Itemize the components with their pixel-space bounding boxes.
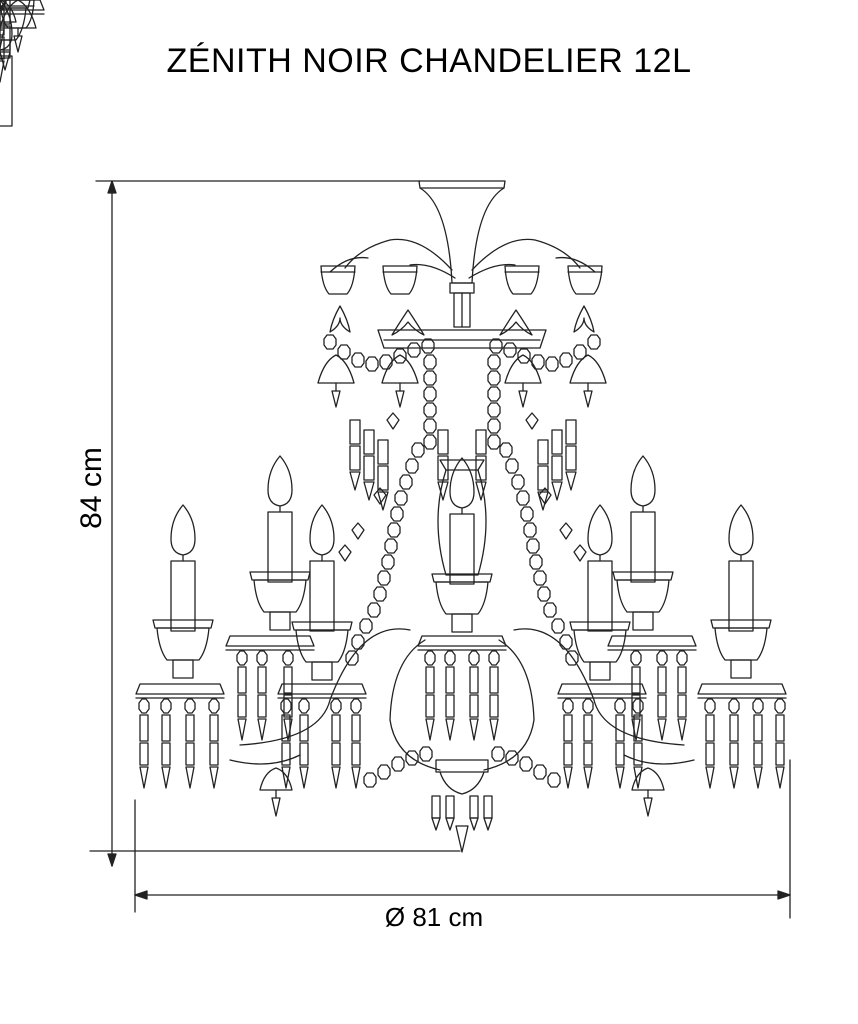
height-dimension-label: 84 cm: [75, 447, 108, 529]
upper-arms: [329, 238, 596, 279]
upper-ring: [329, 305, 595, 349]
width-dimension: [134, 759, 791, 919]
upper-cups: [0, 0, 603, 295]
canopy: [418, 180, 506, 328]
lower-crystal-pendants: [0, 0, 786, 789]
candles: [0, 0, 754, 632]
drip-pans: [0, 0, 787, 699]
diameter-dimension-label: Ø 81 cm: [384, 902, 484, 932]
lower-bells: [0, 0, 665, 817]
page-title: ZÉNITH NOIR CHANDELIER 12L: [166, 42, 692, 80]
candle-cups: [0, 0, 772, 681]
upper-crystal-strands: [0, 0, 577, 511]
bead-chains: [0, 0, 601, 788]
lower-arms: [229, 628, 695, 771]
bottom-finial: [431, 759, 493, 853]
central-column: [437, 459, 487, 576]
height-dimension: [89, 180, 461, 867]
